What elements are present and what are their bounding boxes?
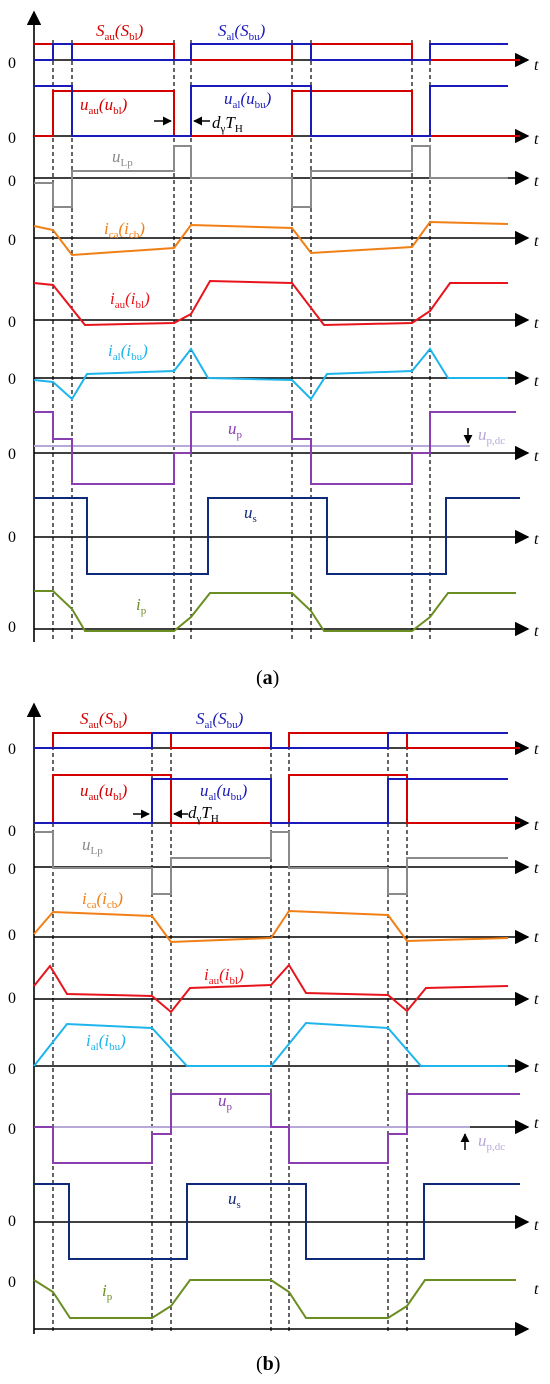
zero-label: 0	[8, 173, 16, 190]
panel-b: 0 0 0 0 0 0 0 0 0 t t t t t t t t t Sau(…	[8, 702, 539, 1375]
label-u-s: us	[228, 1189, 241, 1211]
zero-label: 0	[8, 232, 16, 249]
label-i-p: ip	[136, 595, 147, 617]
label-u-lp: uLp	[82, 835, 103, 857]
waveform-s-al	[34, 732, 508, 749]
zero-label: 0	[8, 1121, 16, 1138]
label-i-au-i-bl: iau(ibl)	[204, 965, 244, 987]
zero-label: 0	[8, 55, 16, 72]
time-label: t	[534, 991, 539, 1008]
panel-a-waveforms	[33, 43, 520, 632]
zero-label: 0	[8, 1274, 16, 1291]
label-dead-time: dγTH	[188, 803, 219, 825]
zero-label: 0	[8, 823, 16, 840]
time-label: t	[534, 1281, 539, 1298]
label-u-p-dc: up,dc	[478, 1131, 505, 1153]
label-s-al-s-bu: Sal(Sbu)	[218, 21, 266, 43]
waveform-i-ca	[33, 220, 509, 257]
panel-a: 0 0 0 0 0 0 0 0 0 t t t t t t t t t Sau(…	[8, 10, 539, 689]
label-i-al-i-bu: ial(ibu)	[86, 1031, 126, 1053]
label-s-au-s-bl: Sau(Sbl)	[80, 709, 128, 731]
time-label: t	[534, 929, 539, 946]
waveform-i-au	[33, 963, 509, 1014]
time-label: t	[534, 373, 539, 390]
waveform-i-p	[33, 1279, 516, 1319]
time-label: t	[534, 817, 539, 834]
panel-a-zero-labels: 0 0 0 0 0 0 0 0 0	[8, 55, 16, 636]
time-label: t	[534, 1217, 539, 1234]
panel-a-time-labels: t t t t t t t t t	[534, 57, 539, 640]
time-label: t	[534, 1059, 539, 1076]
panel-b-time-labels: t t t t t t t t t	[534, 741, 539, 1298]
label-u-au-u-bl: uau(ubl)	[80, 95, 128, 117]
waveform-s-au	[34, 43, 520, 61]
time-label: t	[534, 1115, 539, 1132]
zero-label: 0	[8, 371, 16, 388]
waveform-u-au	[34, 774, 520, 824]
time-label: t	[534, 131, 539, 148]
caption-b: (b)	[256, 1353, 280, 1375]
zero-label: 0	[8, 990, 16, 1007]
label-u-p-dc: up,dc	[478, 425, 505, 447]
waveform-u-al	[34, 85, 508, 137]
waveform-u-p	[34, 411, 516, 485]
zero-label: 0	[8, 1213, 16, 1230]
label-u-au-u-bl: uau(ubl)	[80, 781, 128, 803]
time-label: t	[534, 623, 539, 640]
panel-b-waveforms	[33, 732, 520, 1319]
label-u-p: up	[218, 1091, 233, 1113]
waveform-u-s	[34, 1183, 520, 1260]
waveform-u-lp	[34, 145, 508, 208]
waveform-u-lp	[34, 831, 508, 895]
label-u-al-u-bu: ual(ubu)	[224, 89, 272, 111]
zero-label: 0	[8, 130, 16, 147]
label-dead-time: dγTH	[212, 113, 243, 135]
time-label: t	[534, 57, 539, 74]
waveform-i-au	[33, 279, 508, 327]
waveform-u-au	[34, 90, 520, 137]
label-i-au-i-bl: iau(ibl)	[110, 289, 150, 311]
panel-b-zero-labels: 0 0 0 0 0 0 0 0 0	[8, 741, 16, 1291]
label-s-au-s-bl: Sau(Sbl)	[96, 21, 144, 43]
zero-label: 0	[8, 1061, 16, 1078]
waveform-i-ca	[33, 909, 509, 944]
zero-label: 0	[8, 861, 16, 878]
time-label: t	[534, 173, 539, 190]
zero-label: 0	[8, 927, 16, 944]
waveform-u-al	[34, 778, 508, 824]
zero-label: 0	[8, 529, 16, 546]
label-i-p: ip	[102, 1281, 113, 1303]
label-u-p: up	[228, 419, 243, 441]
label-i-ca-i-cb: ica(icb)	[104, 219, 145, 241]
time-label: t	[534, 233, 539, 250]
label-u-al-u-bu: ual(ubu)	[200, 781, 248, 803]
waveform-u-s	[34, 497, 520, 575]
label-u-s: us	[244, 503, 257, 525]
time-label: t	[534, 315, 539, 332]
label-i-ca-i-cb: ica(icb)	[82, 889, 123, 911]
panel-a-timing-markers	[52, 40, 431, 642]
label-u-lp: uLp	[112, 147, 133, 169]
time-label: t	[534, 448, 539, 465]
waveform-i-p	[34, 590, 516, 632]
zero-label: 0	[8, 446, 16, 463]
zero-label: 0	[8, 619, 16, 636]
waveform-u-p	[34, 1093, 520, 1164]
label-s-al-s-bu: Sal(Sbu)	[196, 709, 244, 731]
zero-label: 0	[8, 741, 16, 758]
zero-label: 0	[8, 314, 16, 331]
time-label: t	[534, 860, 539, 877]
waveform-s-au	[34, 732, 520, 749]
label-i-al-i-bu: ial(ibu)	[108, 341, 148, 363]
caption-a: (a)	[256, 667, 279, 689]
waveform-i-al	[33, 347, 508, 401]
waveform-i-al	[33, 1021, 508, 1067]
time-label: t	[534, 741, 539, 758]
waveform-s-al	[34, 43, 508, 61]
time-label: t	[534, 531, 539, 548]
